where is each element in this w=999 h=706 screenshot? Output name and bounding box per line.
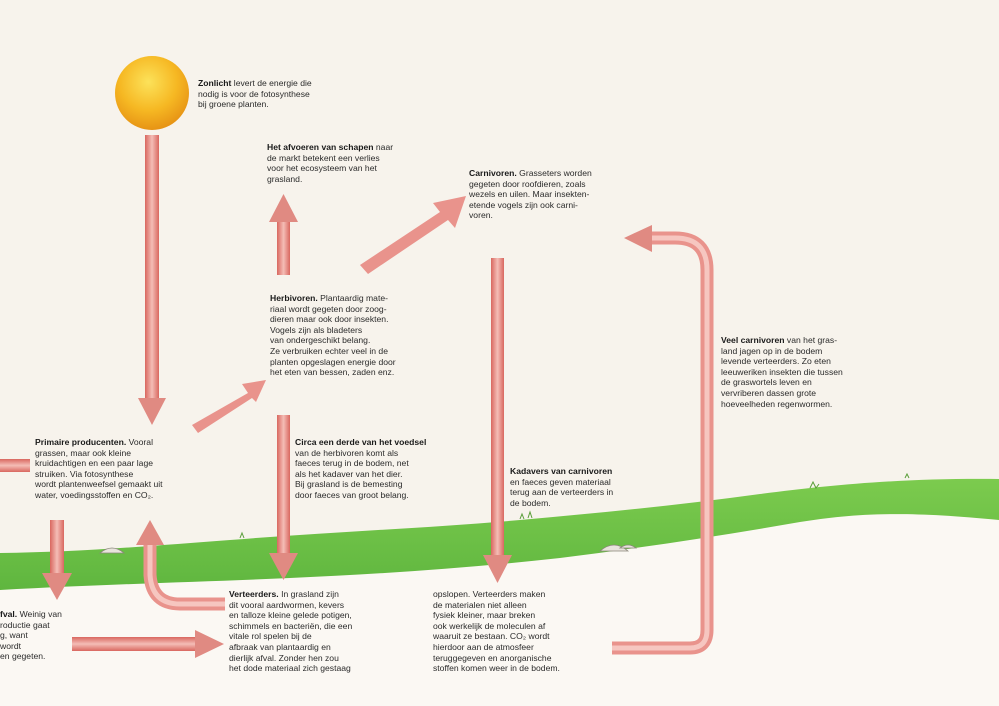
label-herbivores: Herbivoren. Plantaardig mate- riaal word… (270, 293, 470, 378)
label-decomposers-continued: opslopen. Verteerders maken de materiale… (433, 589, 633, 674)
label-carcasses: Kadavers van carnivoren en faeces geven … (510, 466, 690, 508)
arrow-herbivores-to-carnivores (360, 196, 466, 274)
label-waste: fval. Weinig van roductie gaat g, want w… (0, 609, 80, 662)
arrow-left-into-producers (0, 459, 30, 472)
arrow-herbivores-to-decomposers (269, 415, 298, 580)
label-sunlight: Zonlicht levert de energie die nodig is … (198, 78, 378, 110)
arrow-sun-to-producers (138, 135, 166, 425)
arrow-producers-to-herbivores (192, 380, 266, 433)
label-decomposers: Verteerders. In grasland zijn dit vooral… (229, 589, 429, 674)
sun-icon (115, 56, 189, 130)
label-sheep-removal: Het afvoeren van schapen naar de markt b… (267, 142, 467, 184)
arrow-herbivores-to-removal (269, 194, 298, 275)
label-primary-producers: Primaire producenten. Vooral grassen, ma… (35, 437, 235, 501)
label-carnivores: Carnivoren. Grasseters worden gegeten do… (469, 168, 659, 221)
label-many-carnivores: Veel carnivoren van het gras- land jagen… (721, 335, 921, 409)
label-one-third-food: Circa een derde van het voedsel van de h… (295, 437, 495, 501)
